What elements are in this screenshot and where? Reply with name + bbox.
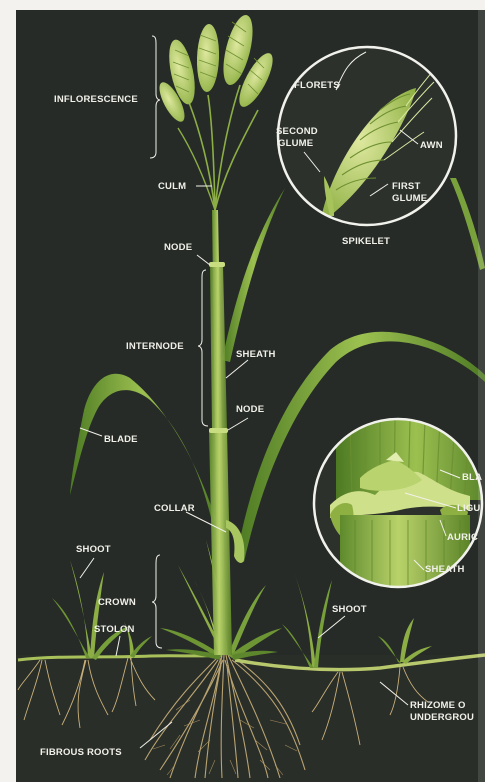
label-first-glume-line1: FIRST [392,181,420,192]
label-second-glume-line1: SECOND [276,126,318,137]
label-inflorescence: INFLORESCENCE [54,94,138,105]
label-stolon: STOLON [94,624,135,635]
label-node-upper: NODE [164,242,192,253]
label-detail-blade: BLA [462,472,482,483]
label-second-glume-line2: GLUME [278,138,313,149]
label-shoot-right: SHOOT [332,604,367,615]
label-spikelet: SPIKELET [342,236,390,247]
plate-edge-shine [478,10,485,782]
node-lower-mark [209,428,228,433]
label-underground: UNDERGROU [410,712,474,723]
label-fibrous-roots: FIBROUS ROOTS [40,747,122,758]
label-sheath: SHEATH [236,349,276,360]
label-rhizome: RHIZOME O [410,700,466,711]
label-first-glume-line2: GLUME [392,193,427,204]
label-detail-ligule: LIGU [457,503,481,514]
label-crown: CROWN [98,597,136,608]
label-shoot-left: SHOOT [76,544,111,555]
label-detail-sheath: SHEATH [425,564,465,575]
label-blade: BLADE [104,434,138,445]
label-florets: FLORETS [294,80,340,91]
node-upper-mark [209,262,225,267]
label-awn: AWN [420,140,443,151]
label-detail-auricle: AURIC [447,532,478,543]
label-collar: COLLAR [154,503,195,514]
label-internode: INTERNODE [126,341,184,352]
label-node-lower: NODE [236,404,264,415]
label-culm: CULM [158,181,186,192]
